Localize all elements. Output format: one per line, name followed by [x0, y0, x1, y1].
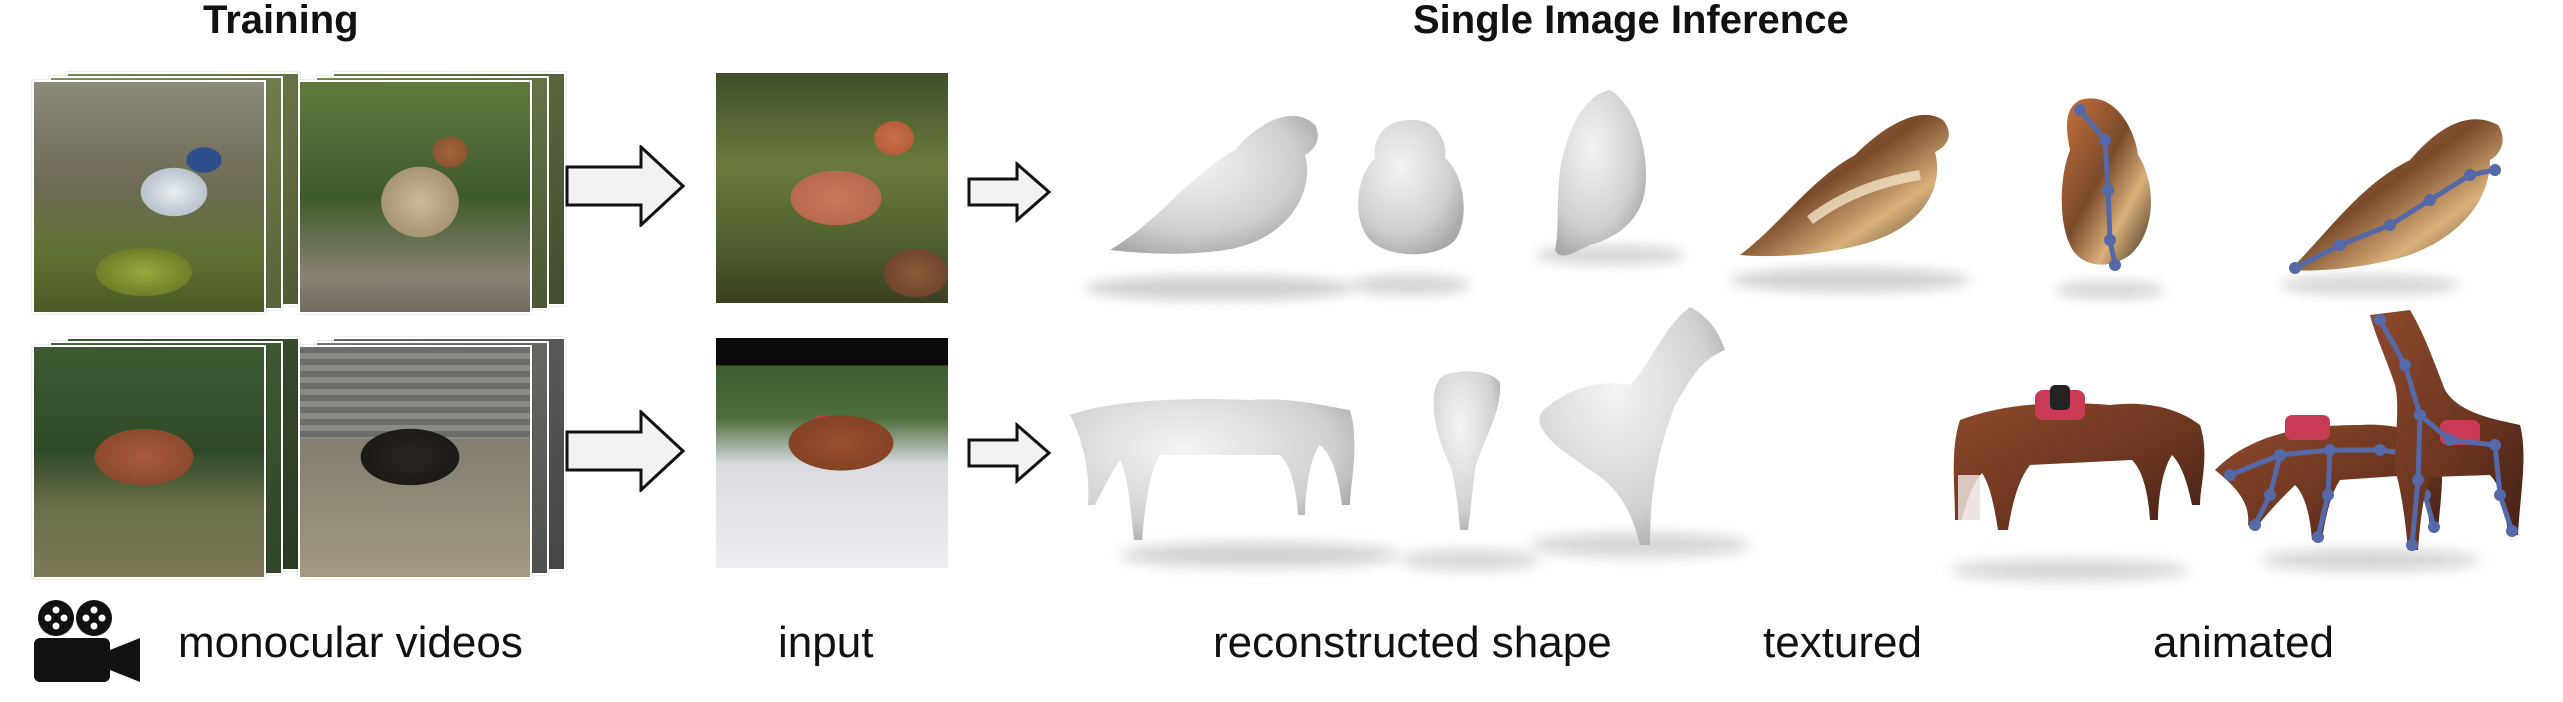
horse-shape-front	[1433, 371, 1501, 530]
horse-outputs	[1070, 307, 2524, 580]
training-heading: Training	[203, 0, 359, 42]
bird-shape-side	[1110, 115, 1318, 254]
bird-video-frame-1	[32, 80, 266, 314]
arrow-input-to-output-bird	[967, 161, 1051, 223]
arrow-training-to-input-bird	[565, 145, 685, 227]
caption-input: input	[778, 618, 874, 667]
bird-animated-side	[2290, 119, 2503, 271]
arrow-training-to-input-horse	[565, 410, 685, 492]
arrow-input-to-output-horse	[967, 422, 1051, 484]
input-image-bird	[716, 73, 948, 303]
bird-textured	[1740, 114, 1949, 257]
bird-outputs	[1085, 90, 2503, 300]
horse-shape-rear	[1539, 307, 1725, 545]
horse-textured	[1953, 403, 2205, 530]
shadow	[1085, 276, 1355, 300]
bird-shape-front	[1358, 119, 1464, 255]
horse-video-frame-1	[32, 345, 266, 579]
bird-shape-top	[1555, 90, 1646, 256]
caption-animated: animated	[2153, 618, 2335, 667]
caption-textured: textured	[1763, 618, 1922, 667]
video-camera-icon	[28, 598, 146, 695]
caption-reconstructed-shape: reconstructed shape	[1213, 618, 1612, 667]
caption-monocular-videos: monocular videos	[178, 618, 523, 667]
inference-heading: Single Image Inference	[1413, 0, 1849, 42]
bird-video-frame-2	[298, 80, 532, 314]
horse-video-frame-2	[298, 345, 532, 579]
input-image-horse	[716, 338, 948, 568]
horse-shape-side	[1070, 398, 1355, 540]
